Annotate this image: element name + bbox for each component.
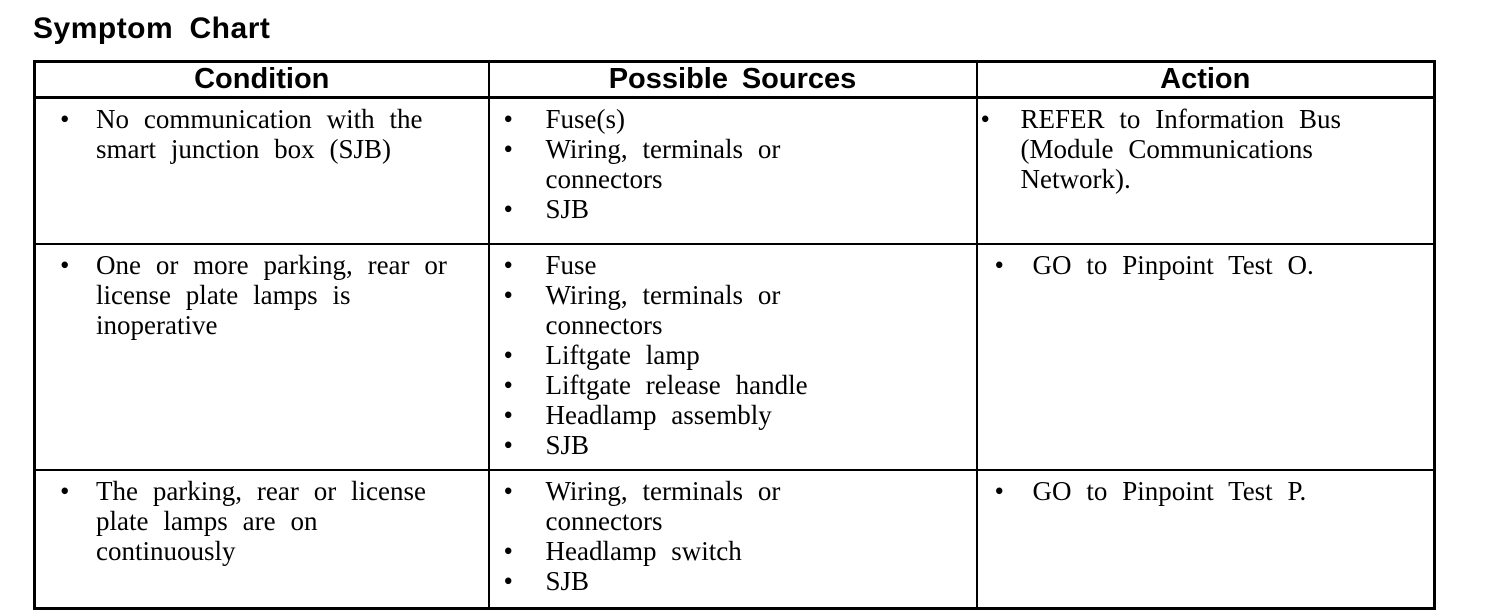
list-item: • GO to Pinpoint Test P. <box>978 476 1426 506</box>
list-item: • SJB <box>490 194 968 224</box>
list-item-text: SJB <box>545 194 590 224</box>
bullet-icon: • <box>503 476 513 506</box>
list-item-text: Liftgate lamp <box>545 340 700 370</box>
list-item-text: One or more parking, rear or license pla… <box>96 250 447 340</box>
action-cell: • REFER to Information Bus (Module Commu… <box>975 96 1436 245</box>
table-row: • The parking, rear or license plate lam… <box>33 469 1436 610</box>
list-item-text: Headlamp assembly <box>545 400 772 430</box>
bullet-icon: • <box>994 250 1004 280</box>
list-item-text: SJB <box>545 566 590 596</box>
bullet-icon: • <box>503 400 513 430</box>
list-item-text: GO to Pinpoint Test O. <box>1032 250 1314 280</box>
list-item: • Liftgate lamp <box>490 340 968 370</box>
table-row: • No communication with the smart juncti… <box>33 96 1436 245</box>
sources-cell: • Wiring, terminals or connectors • Head… <box>487 469 978 610</box>
bullet-icon: • <box>994 476 1004 506</box>
bullet-icon: • <box>980 104 990 134</box>
column-header-possible-sources: Possible Sources <box>487 60 978 99</box>
list-item-text: Wiring, terminals or connectors <box>545 134 781 194</box>
column-header-action: Action <box>975 60 1436 99</box>
list-item: • One or more parking, rear or license p… <box>36 250 480 340</box>
bullet-icon: • <box>60 250 70 280</box>
list-item: • SJB <box>490 430 968 460</box>
list-item: • Wiring, terminals or connectors <box>490 280 968 340</box>
action-cell: • GO to Pinpoint Test O. <box>975 243 1436 471</box>
bullet-icon: • <box>503 280 513 310</box>
bullet-icon: • <box>503 340 513 370</box>
list-item-text: REFER to Information Bus (Module Communi… <box>1020 104 1342 194</box>
bullet-icon: • <box>503 536 513 566</box>
list-item: • The parking, rear or license plate lam… <box>36 476 480 566</box>
list-item-text: Liftgate release handle <box>545 370 808 400</box>
condition-cell: • One or more parking, rear or license p… <box>33 243 490 471</box>
list-item: • Wiring, terminals or connectors <box>490 134 968 194</box>
list-item: • No communication with the smart juncti… <box>36 104 480 164</box>
sources-cell: • Fuse(s) • Wiring, terminals or connect… <box>487 96 978 245</box>
condition-cell: • No communication with the smart juncti… <box>33 96 490 245</box>
table-row: • One or more parking, rear or license p… <box>33 243 1436 471</box>
bullet-icon: • <box>503 566 513 596</box>
list-item-text: Fuse(s) <box>545 104 626 134</box>
column-header-condition: Condition <box>33 60 490 99</box>
list-item: • Liftgate release handle <box>490 370 968 400</box>
bullet-icon: • <box>503 194 513 224</box>
sources-cell: • Fuse • Wiring, terminals or connectors… <box>487 243 978 471</box>
list-item-text: GO to Pinpoint Test P. <box>1032 476 1307 506</box>
list-item: • GO to Pinpoint Test O. <box>978 250 1426 280</box>
list-item: • Headlamp assembly <box>490 400 968 430</box>
list-item-text: Headlamp switch <box>545 536 742 566</box>
list-item: • REFER to Information Bus (Module Commu… <box>978 104 1426 194</box>
list-item-text: The parking, rear or license plate lamps… <box>96 476 427 566</box>
list-item-text: SJB <box>545 430 590 460</box>
list-item: • Headlamp switch <box>490 536 968 566</box>
list-item: • SJB <box>490 566 968 596</box>
bullet-icon: • <box>503 430 513 460</box>
page-title: Symptom Chart <box>33 12 271 45</box>
list-item: • Fuse(s) <box>490 104 968 134</box>
bullet-icon: • <box>503 104 513 134</box>
symptom-chart-table: Condition Possible Sources Action • No c… <box>33 60 1436 610</box>
list-item-text: No communication with the smart junction… <box>96 104 423 164</box>
list-item-text: Fuse <box>545 250 597 280</box>
list-item: • Wiring, terminals or connectors <box>490 476 968 536</box>
bullet-icon: • <box>503 370 513 400</box>
header-row: Condition Possible Sources Action <box>33 60 1436 99</box>
bullet-icon: • <box>503 250 513 280</box>
list-item-text: Wiring, terminals or connectors <box>545 280 781 340</box>
list-item-text: Wiring, terminals or connectors <box>545 476 781 536</box>
action-cell: • GO to Pinpoint Test P. <box>975 469 1436 610</box>
bullet-icon: • <box>60 476 70 506</box>
condition-cell: • The parking, rear or license plate lam… <box>33 469 490 610</box>
bullet-icon: • <box>60 104 70 134</box>
list-item: • Fuse <box>490 250 968 280</box>
bullet-icon: • <box>503 134 513 164</box>
